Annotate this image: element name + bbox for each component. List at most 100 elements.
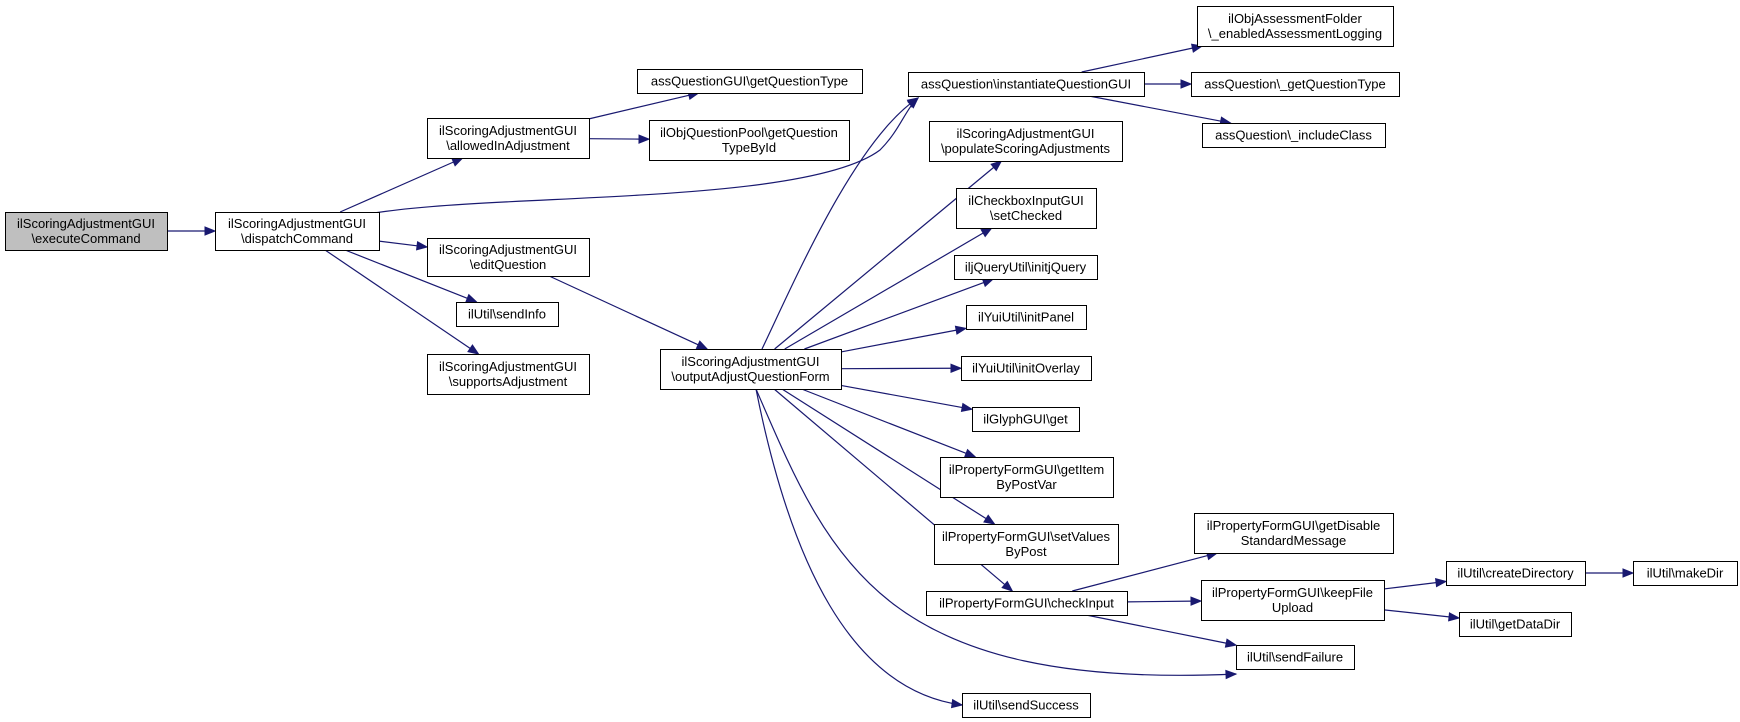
edge-line (1086, 614, 1228, 644)
node-populate[interactable]: ilScoringAdjustmentGUI\populateScoringAd… (929, 121, 1123, 162)
edge-line (840, 329, 958, 353)
node-label: \supportsAdjustment (449, 374, 568, 389)
node-box (1236, 645, 1355, 670)
edge-arrowhead (204, 226, 217, 236)
edge-arrowhead (1180, 79, 1193, 89)
node-allowed[interactable]: ilScoringAdjustmentGUI\allowedInAdjustme… (427, 118, 590, 159)
edge-line (588, 94, 691, 120)
node-box (1459, 612, 1572, 637)
edge-line (801, 388, 968, 455)
edge-line (1088, 95, 1222, 122)
edge-line (781, 388, 988, 520)
edge-arrowhead (960, 402, 974, 413)
node-glyph[interactable]: ilGlyphGUI\get (972, 407, 1080, 432)
node-makedir[interactable]: ilUtil\makeDir (1633, 561, 1738, 586)
node-label: StandardMessage (1241, 533, 1347, 548)
node-label: ilScoringAdjustmentGUI (439, 242, 577, 257)
node-box (908, 72, 1145, 97)
edge-arrowhead (1225, 669, 1238, 680)
node-label: ilScoringAdjustmentGUI (439, 123, 577, 138)
edge-output-to-getitem (801, 388, 977, 458)
node-box (637, 69, 863, 94)
edge-line (548, 275, 700, 346)
node-initpanel[interactable]: ilYuiUtil\initPanel (966, 305, 1087, 330)
node-label: ByPost (1005, 544, 1047, 559)
node-box (956, 188, 1097, 229)
node-label: assQuestion\instantiateQuestionGUI (921, 77, 1131, 92)
node-label: ByPostVar (996, 477, 1057, 492)
node-label: ilPropertyFormGUI\setValues (942, 529, 1111, 544)
node-getqtype[interactable]: assQuestionGUI\getQuestionType (637, 69, 863, 94)
node-supports[interactable]: ilScoringAdjustmentGUI\supportsAdjustmen… (427, 354, 590, 395)
node-label: ilYuiUtil\initOverlay (972, 361, 1080, 376)
node-initjquery[interactable]: iljQueryUtil\initjQuery (954, 255, 1098, 280)
node-label: ilUtil\createDirectory (1457, 566, 1574, 581)
node-label: ilUtil\getDataDir (1470, 617, 1561, 632)
edge-output-to-instantiate (761, 97, 920, 350)
node-box (966, 305, 1087, 330)
node-label: ilYuiUtil\initPanel (978, 310, 1074, 325)
edge-createdir-to-makedir (1585, 568, 1635, 578)
edge-dispatch-to-supports (324, 249, 480, 355)
node-label: \dispatchCommand (241, 231, 353, 246)
node-instantiate[interactable]: assQuestion\instantiateQuestionGUI (908, 72, 1145, 97)
node-label: ilScoringAdjustmentGUI (17, 216, 155, 231)
node-box (934, 524, 1119, 565)
edge-line (324, 249, 472, 350)
node-includeclass[interactable]: assQuestion\_includeClass (1202, 123, 1386, 148)
node-label: ilPropertyFormGUI\checkInput (939, 596, 1114, 611)
edge-arrowhead (1622, 568, 1635, 578)
node-label: ilScoringAdjustmentGUI (957, 126, 1095, 141)
node-sendinfo[interactable]: ilUtil\sendInfo (456, 302, 559, 327)
node-initoverlay[interactable]: ilYuiUtil\initOverlay (961, 356, 1092, 381)
edge-output-to-sendsuccess (755, 388, 964, 709)
node-box (649, 120, 850, 161)
node-label: ilGlyphGUI\get (983, 412, 1068, 427)
node-createdir[interactable]: ilUtil\createDirectory (1446, 561, 1586, 586)
edge-line (755, 388, 1237, 676)
node-label: ilObjQuestionPool\getQuestion (660, 125, 838, 140)
node-box (1633, 561, 1738, 586)
edge-output-to-initjquery (804, 278, 995, 350)
node-box (929, 121, 1123, 162)
node-label: ilUtil\sendInfo (468, 307, 546, 322)
edge-arrowhead (465, 293, 478, 303)
node-box (940, 457, 1114, 498)
node-output[interactable]: ilScoringAdjustmentGUI\outputAdjustQuest… (660, 349, 842, 390)
edge-output-to-sendfailure (755, 388, 1238, 680)
node-dispatch[interactable]: ilScoringAdjustmentGUI\dispatchCommand (215, 212, 380, 251)
node-label: ilUtil\sendFailure (1247, 650, 1343, 665)
node-label: assQuestionGUI\getQuestionType (651, 74, 848, 89)
node-box (1201, 580, 1385, 621)
node-getdatadir[interactable]: ilUtil\getDataDir (1459, 612, 1572, 637)
edge-instantiate-to-includeclass (1088, 95, 1232, 126)
node-box (427, 118, 590, 159)
edge-allowed-to-qtypebyid (588, 134, 651, 144)
edge-arrowhead (1001, 580, 1014, 592)
edge-instantiate-to-getqtype2 (1144, 79, 1193, 89)
node-label: TypeById (722, 140, 776, 155)
node-getqtype2[interactable]: assQuestion\_getQuestionType (1191, 72, 1400, 97)
node-checkinput[interactable]: ilPropertyFormGUI\checkInput (926, 591, 1128, 616)
node-box (427, 238, 590, 277)
edge-arrowhead (1224, 638, 1238, 648)
node-sendsuccess[interactable]: ilUtil\sendSuccess (962, 693, 1091, 718)
edge-arrowhead (1448, 612, 1461, 622)
node-box (456, 302, 559, 327)
node-box (427, 354, 590, 395)
node-root[interactable]: ilScoringAdjustmentGUI\executeCommand (5, 212, 168, 251)
node-getdisable[interactable]: ilPropertyFormGUI\getDisableStandardMess… (1194, 513, 1394, 554)
node-editq[interactable]: ilScoringAdjustmentGUI\editQuestion (427, 238, 590, 277)
edge-checkinput-to-sendfailure (1086, 614, 1238, 648)
edge-arrowhead (906, 97, 920, 108)
edge-arrowhead (638, 134, 651, 144)
node-setchecked[interactable]: ilCheckboxInputGUI\setChecked (956, 188, 1097, 229)
node-sendfailure[interactable]: ilUtil\sendFailure (1236, 645, 1355, 670)
edge-layer (167, 43, 1635, 709)
node-enabledlog[interactable]: ilObjAssessmentFolder\_enabledAssessment… (1197, 6, 1394, 47)
